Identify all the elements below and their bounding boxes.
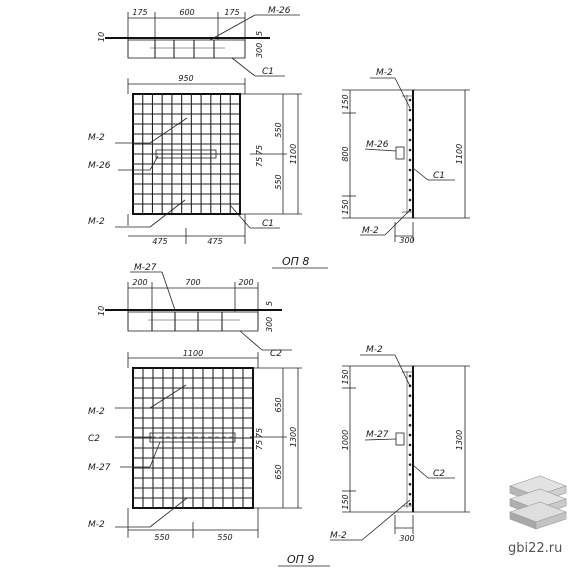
bar-section-dot <box>408 158 412 162</box>
op8-group: 175 600 175 10 5 300 М-26 С1 950 <box>88 6 470 269</box>
op9-side-c: С2 <box>433 469 445 479</box>
op9-top-dim-2: 700 <box>185 278 200 287</box>
bar-section-dot <box>408 188 412 192</box>
op9-side-dim-2: 1000 <box>341 430 350 450</box>
bar-section-dot <box>408 394 412 397</box>
watermark-text: gbi22.ru <box>508 541 562 556</box>
bar-section-dot <box>408 414 412 417</box>
op8-right-dim-2: 550 <box>274 174 283 189</box>
stacked-slabs-icon <box>509 475 567 530</box>
bar-section-dot <box>408 404 412 407</box>
op8-top-dim-2: 600 <box>179 8 194 17</box>
op9-front-view <box>132 367 254 509</box>
op9-side-mark-3: М-2 <box>330 531 347 541</box>
bar-section-dot <box>408 502 412 506</box>
op8-front-view <box>127 93 241 226</box>
op8-side-mark-3: М-2 <box>362 226 379 236</box>
op9-right-dim-2: 650 <box>274 464 283 479</box>
op8-top-mark: М-26 <box>268 6 291 16</box>
op8-height-dim: 1100 <box>289 144 298 164</box>
op9-right-dim-1: 650 <box>274 397 283 412</box>
op9-height-dim: 1300 <box>289 427 298 447</box>
bar-section-dot <box>408 423 412 427</box>
op9-title: ОП 9 <box>287 553 314 566</box>
op8-side-dim-1: 150 <box>341 94 350 109</box>
bar-section-dot <box>408 128 412 132</box>
bar-section-dot <box>408 198 412 202</box>
op8-bottom-dim-1: 475 <box>152 237 167 246</box>
op9-front-mark-3: М-27 <box>88 463 111 473</box>
op9-top-c: С2 <box>270 349 282 359</box>
op8-side-depth: 300 <box>399 236 414 245</box>
op9-side-mark-1: М-2 <box>366 345 383 355</box>
op9-top-mark: М-27 <box>134 263 157 273</box>
op8-bottom-dim-2: 475 <box>207 237 222 246</box>
op9-mid-dim-2: 75 <box>255 440 264 450</box>
op9-side-depth: 300 <box>399 534 414 543</box>
op8-top-side-dim-1: 5 <box>255 31 264 36</box>
op8-side-height: 1100 <box>455 144 464 164</box>
op9-side-dim-1: 150 <box>341 369 350 384</box>
op9-top-side-dim-1: 5 <box>265 301 274 306</box>
op8-top-dim-1: 175 <box>132 8 147 17</box>
bar-section-dot <box>408 168 412 172</box>
bar-section-dot <box>408 98 412 102</box>
op9-top-dim-3: 200 <box>238 278 253 287</box>
op8-front-mark-2: М-26 <box>88 161 111 171</box>
op9-width-dim: 1100 <box>183 349 203 358</box>
op8-side-mark-1: М-2 <box>376 68 393 78</box>
op8-mid-dim-2: 75 <box>255 157 264 167</box>
op9-group: 200 700 200 М-27 10 5 300 С2 1100 <box>88 263 470 567</box>
op8-top-dim-3: 175 <box>224 8 239 17</box>
op8-side-dim-3: 150 <box>341 199 350 214</box>
op8-mid-dim-1: 75 <box>255 145 264 155</box>
op8-front-mark-3: М-2 <box>88 217 105 227</box>
op9-bottom-dim-2: 550 <box>217 533 232 542</box>
op8-top-view: 175 600 175 10 5 300 М-26 С1 <box>97 6 300 77</box>
bar-section-dot <box>408 148 412 152</box>
op9-side-height: 1300 <box>455 430 464 450</box>
op8-side-c: С1 <box>433 171 445 181</box>
op9-top-left-dim: 10 <box>97 306 106 316</box>
op9-top-dim-1: 200 <box>132 278 147 287</box>
bar-section-dot <box>408 463 412 466</box>
bar-section-dot <box>408 178 412 182</box>
op8-side-view: 150 800 150 1100 300 М-2 М-26 С1 М-2 <box>341 68 470 245</box>
op9-top-side-dim-2: 300 <box>265 317 274 332</box>
op8-top-left-dim: 10 <box>97 32 106 42</box>
op8-top-c: С1 <box>262 67 274 77</box>
bar-section-dot <box>408 443 412 447</box>
op9-bottom-dim-1: 550 <box>154 533 169 542</box>
op9-front-mark-1: М-2 <box>88 407 105 417</box>
op8-right-dim-1: 550 <box>274 122 283 137</box>
bar-section-dot <box>408 108 412 112</box>
op9-side-mark-2: М-27 <box>366 430 389 440</box>
op8-width-dim: 950 <box>178 74 193 83</box>
op8-front-mark-1: М-2 <box>88 133 105 143</box>
bar-section-dot <box>408 483 412 486</box>
op9-side-view: 150 1000 150 1300 300 М-2 М-27 С2 М-2 <box>330 345 470 543</box>
op9-front-mark-2: С2 <box>88 434 100 444</box>
op8-side-mark-2: М-26 <box>366 140 389 150</box>
bar-section-dot <box>408 433 412 437</box>
op8-top-side-dim-2: 300 <box>255 43 264 58</box>
op9-front-mark-4: М-2 <box>88 520 105 530</box>
bar-section-dot <box>408 374 412 378</box>
op8-side-dim-2: 800 <box>341 146 350 161</box>
op9-top-view: 200 700 200 М-27 10 5 300 С2 <box>97 263 292 359</box>
bar-section-dot <box>408 138 412 142</box>
op8-title: ОП 8 <box>282 255 309 268</box>
op9-mid-dim-1: 75 <box>255 428 264 438</box>
bar-section-dot <box>408 118 412 122</box>
op9-side-dim-3: 150 <box>341 494 350 509</box>
bar-section-dot <box>408 453 412 457</box>
bar-section-dot <box>408 492 412 496</box>
bar-section-dot <box>408 473 412 476</box>
op8-front-c: С1 <box>262 219 274 229</box>
